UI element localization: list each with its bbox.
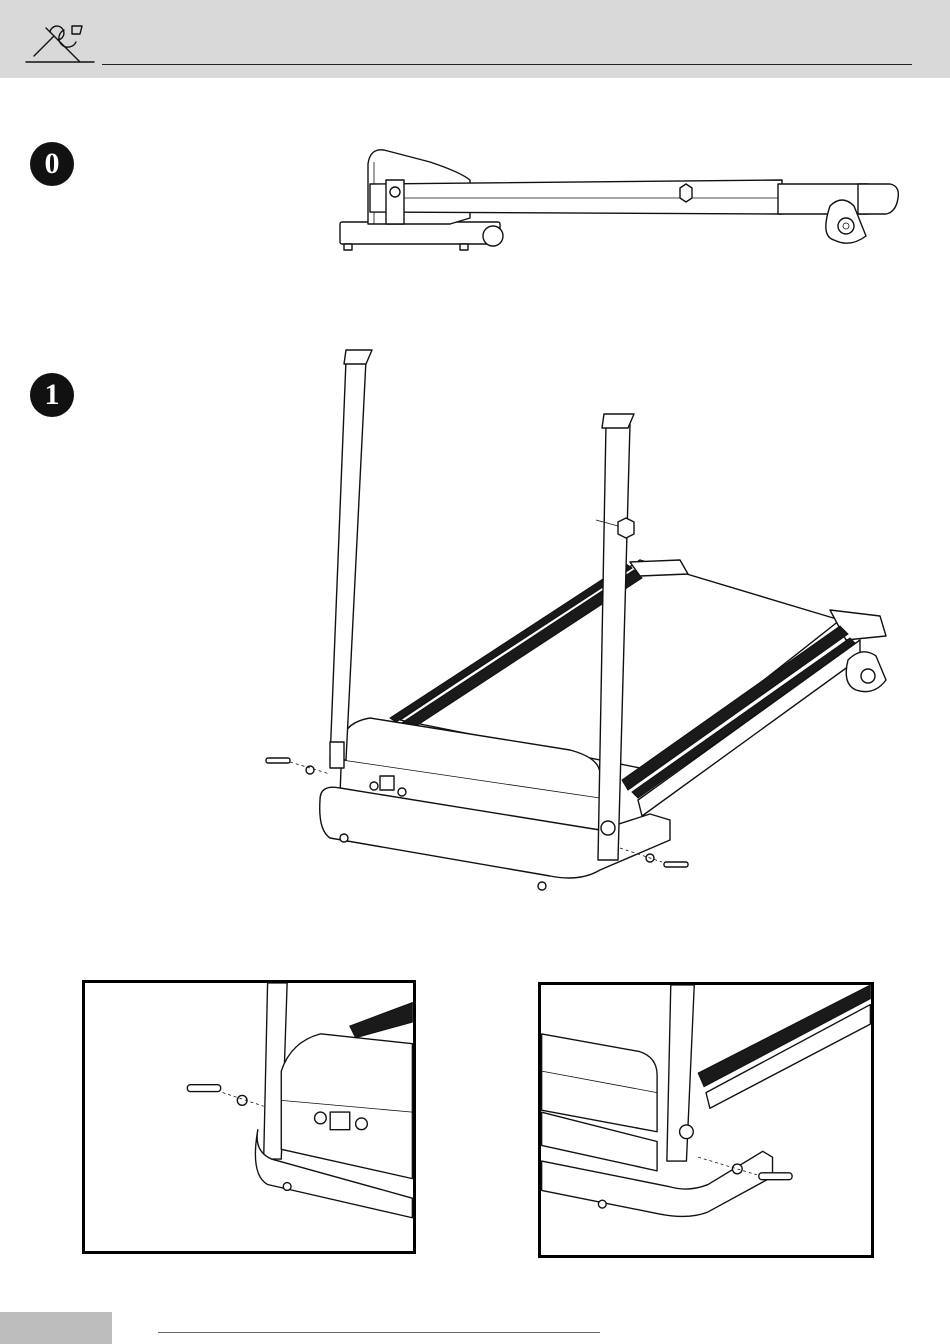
footer-tab <box>0 1312 112 1344</box>
detail-box-right <box>538 982 874 1258</box>
motor-hood <box>542 1034 657 1171</box>
folded-deck-rail <box>370 180 898 214</box>
right-bolt-detail <box>541 985 871 1255</box>
step-badge-0: 0 <box>30 142 74 186</box>
left-bolt-detail <box>85 983 413 1251</box>
left-upright <box>330 350 372 768</box>
side-rail <box>698 985 870 1108</box>
upright-assembly-illustration <box>250 330 910 900</box>
folded-treadmill-illustration <box>330 140 910 260</box>
bolt <box>187 1085 263 1107</box>
header-rule <box>102 64 912 65</box>
adjust-knob <box>680 184 692 202</box>
footer-rule <box>158 1332 600 1333</box>
motor-hood <box>281 1034 412 1179</box>
upright-post <box>386 180 404 224</box>
step-badge-1: 1 <box>30 373 74 417</box>
detail-box-left <box>82 980 416 1254</box>
right-upright <box>667 985 694 1161</box>
header-band <box>0 0 950 78</box>
bolt-left <box>266 758 330 774</box>
tools-icon <box>24 18 96 66</box>
base-frame <box>340 222 503 250</box>
